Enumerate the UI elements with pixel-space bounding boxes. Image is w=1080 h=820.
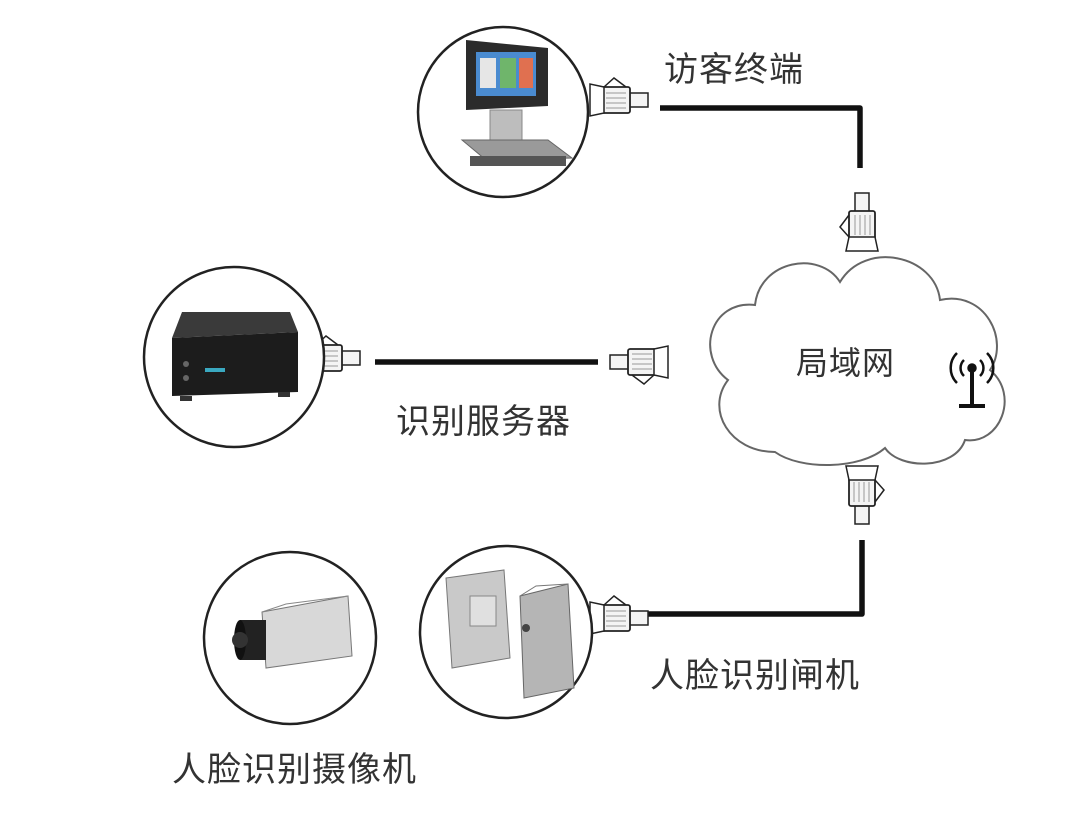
connector-lan-up <box>845 465 885 525</box>
visitor-terminal-label: 访客终端 <box>664 50 804 90</box>
lan-cloud-icon <box>709 256 1006 466</box>
face-gate-label: 人脸识别闸机 <box>650 656 860 696</box>
recognition-server-node <box>142 265 326 449</box>
cable-visitor-lan <box>660 105 863 168</box>
face-gate-node <box>418 544 594 720</box>
lan-label: 局域网 <box>796 344 896 382</box>
face-camera-node <box>202 550 378 726</box>
connector-server-right <box>609 345 669 385</box>
box-camera-icon <box>232 595 353 669</box>
kiosk-icon <box>460 40 574 166</box>
connector-visitor-left <box>589 77 649 117</box>
recognition-server-label: 识别服务器 <box>396 402 571 442</box>
server-box-icon <box>172 312 298 401</box>
connector-visitor-down <box>839 192 879 252</box>
face-camera-label: 人脸识别摄像机 <box>172 750 417 790</box>
cable-gate-lan <box>634 540 865 617</box>
wifi-antenna-icon <box>949 352 995 408</box>
turnstile-gate-icon <box>445 569 575 699</box>
connector-gate-left <box>589 595 649 635</box>
cables <box>375 105 865 617</box>
visitor-terminal-node <box>416 25 590 199</box>
